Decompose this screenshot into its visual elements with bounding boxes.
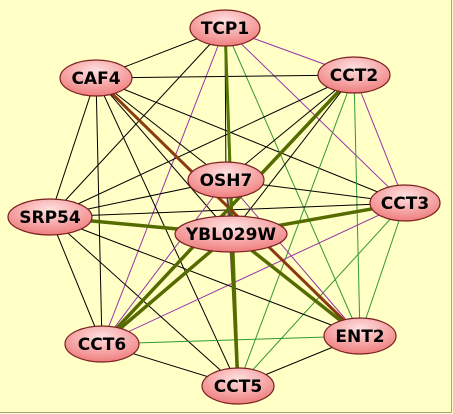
- node-ent2[interactable]: ENT2: [323, 317, 397, 355]
- edge-caf4-srp54: [49, 77, 97, 218]
- edge-cct2-cct3: [353, 74, 406, 204]
- node-cct2[interactable]: CCT2: [317, 56, 391, 94]
- edge-cct3-cct5: [237, 202, 406, 387]
- edge-srp54-ent2: [49, 216, 361, 337]
- edge-tcp1-ent2: [224, 27, 361, 337]
- edge-caf4-cct2: [95, 74, 355, 79]
- edge-caf4-ybl029w: [95, 77, 232, 235]
- edge-cct3-ent2: [359, 202, 406, 337]
- edge-caf4-cct6: [95, 77, 103, 345]
- edge-cct6-ent2: [101, 335, 361, 345]
- edge-ybl029w-cct6: [100, 232, 233, 346]
- edge-caf4-cct5: [95, 77, 239, 387]
- node-ellipse[interactable]: [317, 56, 391, 94]
- edge-srp54-cct6: [49, 216, 103, 345]
- edge-cct3-cct6: [101, 202, 406, 345]
- node-ellipse[interactable]: [7, 198, 93, 236]
- node-ellipse[interactable]: [369, 184, 441, 222]
- edge-tcp1-cct6: [101, 27, 226, 345]
- node-ellipse[interactable]: [323, 317, 397, 355]
- edge-osh7-ent2: [225, 179, 361, 337]
- edge-caf4-cct3: [95, 77, 406, 204]
- node-ellipse[interactable]: [59, 59, 133, 97]
- edge-cct2-cct6: [100, 73, 356, 346]
- edge-cct2-ent2: [353, 74, 361, 337]
- node-tcp1[interactable]: TCP1: [189, 9, 261, 47]
- edge-cct2-srp54: [49, 74, 355, 218]
- node-ybl029w[interactable]: YBL029W: [174, 215, 288, 253]
- edge-tcp1-srp54: [49, 27, 226, 218]
- node-srp54[interactable]: SRP54: [7, 198, 93, 236]
- edge-cct2-ybl029w: [230, 74, 355, 235]
- node-ellipse[interactable]: [189, 9, 261, 47]
- node-cct3[interactable]: CCT3: [369, 184, 441, 222]
- node-cct6[interactable]: CCT6: [64, 325, 140, 363]
- edge-ybl029w-cct5: [229, 232, 240, 388]
- edge-osh7-cct6: [101, 179, 227, 345]
- node-ellipse[interactable]: [201, 367, 275, 405]
- edge-cct2-osh7: [225, 74, 355, 181]
- node-cct5[interactable]: CCT5: [201, 367, 275, 405]
- node-ellipse[interactable]: [64, 325, 140, 363]
- edge-caf4-osh7: [95, 77, 227, 181]
- node-ellipse[interactable]: [187, 161, 265, 199]
- node-ellipse[interactable]: [174, 215, 288, 253]
- node-caf4[interactable]: CAF4: [59, 59, 133, 97]
- node-osh7[interactable]: OSH7: [187, 161, 265, 199]
- edge-cct2-cct5: [237, 74, 355, 387]
